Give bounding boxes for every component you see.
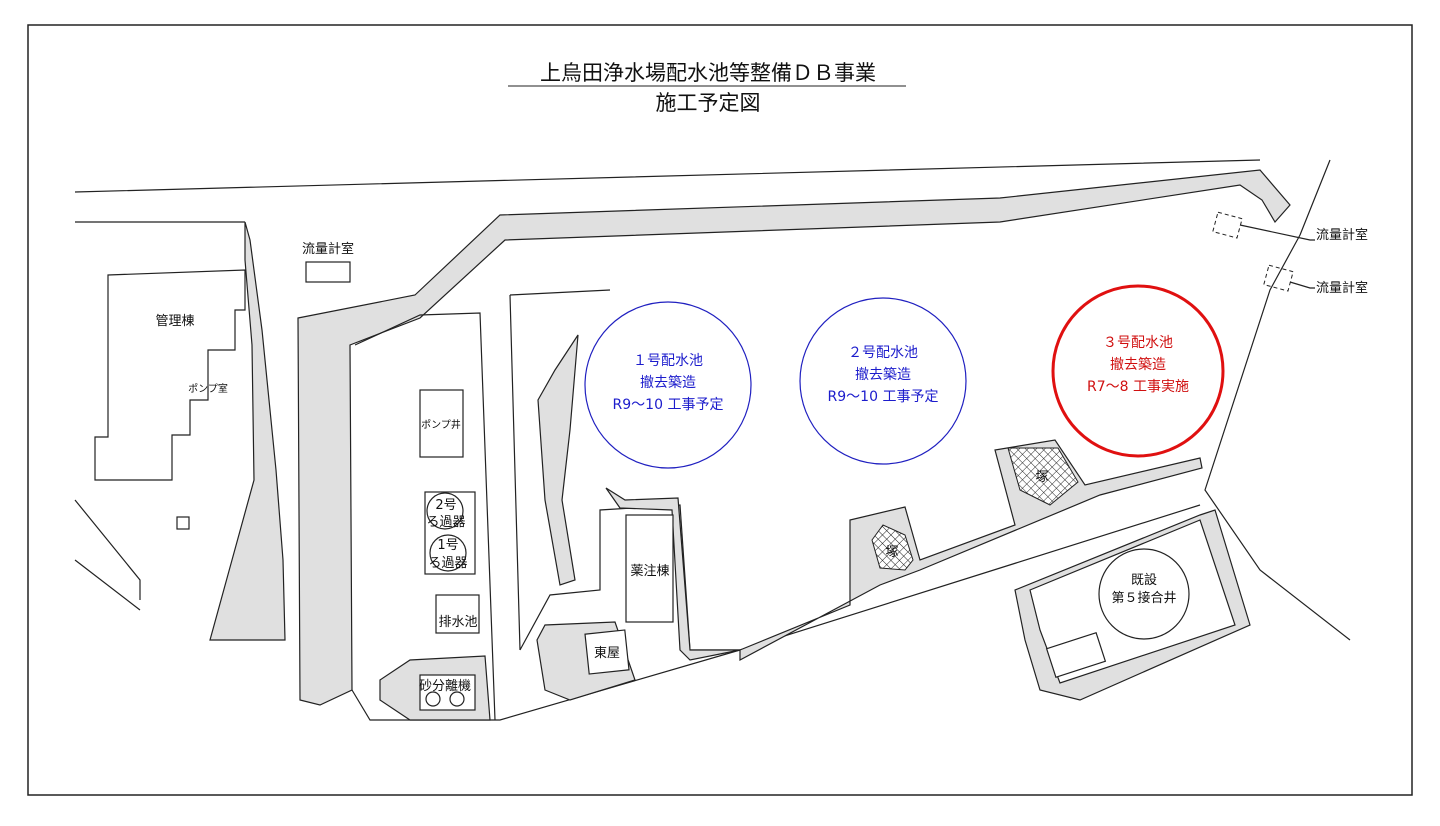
title-line2: 施工予定図 — [656, 91, 761, 115]
junction-well — [1098, 548, 1190, 640]
flow-meter-room-3 — [1263, 264, 1294, 292]
reservoir-3-name: ３号配水池 — [1103, 335, 1173, 351]
reservoir-1-name: １号配水池 — [633, 353, 703, 369]
mound-1-label: 塚 — [885, 545, 898, 560]
paved-strip-west — [209, 221, 286, 641]
paved-road-main — [297, 169, 1291, 706]
inner-compound-lines — [354, 289, 611, 721]
south-paving — [739, 439, 1203, 662]
filter1-label-b: ろ過器 — [428, 556, 467, 571]
reservoir-1-schedule: R9～10 工事予定 — [613, 397, 724, 413]
drain-pond — [435, 594, 480, 634]
green-strip — [537, 334, 579, 586]
reservoir-3-work: 撤去築造 — [1110, 357, 1166, 373]
pump-well — [419, 389, 464, 458]
south-boundary — [351, 504, 1201, 721]
title-line1: 上烏田浄水場配水池等整備ＤＢ事業 — [540, 61, 876, 85]
drain-pond-label: 排水池 — [438, 615, 477, 630]
flow-meter-room-2 — [1212, 211, 1243, 239]
gazebo — [584, 629, 630, 675]
southwest-lines — [74, 499, 141, 611]
small-box — [176, 516, 190, 530]
filters — [424, 491, 476, 575]
filter2-label-b: ろ過器 — [426, 515, 465, 530]
junction-label-b: 第５接合井 — [1111, 590, 1176, 606]
mound-2-label: 塚 — [1035, 470, 1048, 485]
filter1-label-a: 1号 — [437, 538, 458, 553]
admin-label: 管理棟 — [155, 314, 194, 329]
road-edge — [74, 159, 1261, 223]
flow-room-2-label: 流量計室 — [1316, 227, 1368, 243]
pump-well-label: ポンプ井 — [421, 418, 461, 431]
gazebo-label: 東屋 — [594, 645, 620, 661]
reservoir-2-name: ２号配水池 — [848, 345, 918, 361]
small-structure — [1045, 631, 1107, 679]
reservoir-3 — [1051, 284, 1225, 458]
junction-label-a: 既設 — [1131, 572, 1157, 588]
reservoir-2-schedule: R9～10 工事予定 — [828, 389, 939, 405]
flow-room-1-label: 流量計室 — [302, 241, 354, 257]
reservoir-2-work: 撤去築造 — [855, 367, 911, 383]
reservoir-1 — [584, 301, 752, 469]
reservoir-1-work: 撤去築造 — [640, 375, 696, 391]
reservoir-3-schedule: R7～8 工事実施 — [1087, 379, 1189, 395]
mound-2 — [1007, 447, 1079, 506]
reservoir-2 — [799, 297, 967, 465]
flow-room-3-label: 流量計室 — [1316, 280, 1368, 296]
east-boundary — [1204, 159, 1351, 641]
filter2-label-a: 2号 — [435, 498, 456, 513]
chem-building-label: 薬注棟 — [630, 564, 669, 579]
admin-building — [94, 269, 246, 481]
sand-separator-label: 砂分離機 — [419, 679, 471, 694]
chemical-building — [625, 514, 674, 623]
pump-room-label: ポンプ室 — [188, 382, 228, 395]
flow-meter-room-1 — [305, 261, 351, 283]
leader-lines — [1239, 224, 1315, 289]
drawing-border — [27, 24, 1413, 796]
mound-1 — [871, 524, 914, 571]
